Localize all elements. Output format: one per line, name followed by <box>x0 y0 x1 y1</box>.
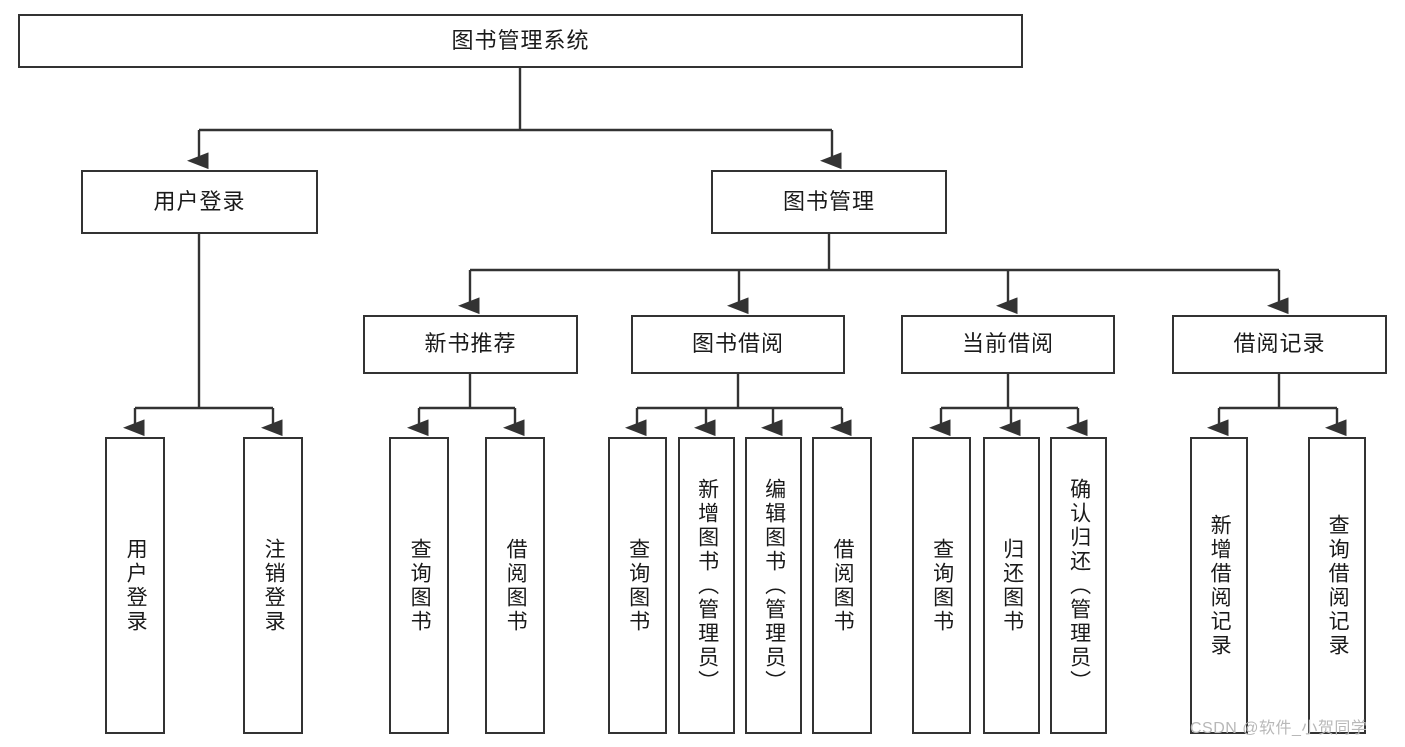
node-root-label: 图书管理系统 <box>451 27 590 53</box>
node-new-book-recommend[interactable]: 新书推荐 <box>363 315 578 374</box>
leaf-label: 查询借阅记录 <box>1326 513 1350 658</box>
leaf-label: 注销登录 <box>262 537 286 634</box>
node-user-login[interactable]: 用户登录 <box>81 170 318 234</box>
leaf-label: 归还图书 <box>1000 537 1024 634</box>
node-user-login-label: 用户登录 <box>153 188 246 214</box>
leaf-label: 新增图书（管理员） <box>695 477 719 694</box>
node-book-borrow[interactable]: 图书借阅 <box>631 315 845 374</box>
leaf-label: 借阅图书 <box>831 537 855 634</box>
leaf-borrow-book[interactable]: 借阅图书 <box>812 437 872 734</box>
node-current-borrow[interactable]: 当前借阅 <box>901 315 1115 374</box>
node-borrow-record[interactable]: 借阅记录 <box>1172 315 1387 374</box>
leaf-borrow-book-recommend[interactable]: 借阅图书 <box>485 437 545 734</box>
node-borrow-record-label: 借阅记录 <box>1233 331 1326 357</box>
leaf-confirm-return-admin[interactable]: 确认归还（管理员） <box>1050 437 1107 734</box>
leaf-label: 新增借阅记录 <box>1208 513 1232 658</box>
leaf-query-borrow-record[interactable]: 查询借阅记录 <box>1308 437 1366 734</box>
leaf-label: 查询图书 <box>408 537 432 634</box>
watermark: CSDN @软件_小贺同学 <box>1190 720 1368 737</box>
node-new-book-recommend-label: 新书推荐 <box>424 331 517 357</box>
leaf-query-book-recommend[interactable]: 查询图书 <box>389 437 449 734</box>
leaf-add-book-admin[interactable]: 新增图书（管理员） <box>678 437 735 734</box>
leaf-label: 确认归还（管理员） <box>1067 477 1091 694</box>
leaf-query-book-borrow[interactable]: 查询图书 <box>608 437 667 734</box>
node-book-management[interactable]: 图书管理 <box>711 170 947 234</box>
leaf-label: 借阅图书 <box>504 537 528 634</box>
node-current-borrow-label: 当前借阅 <box>961 331 1054 357</box>
leaf-label: 用户登录 <box>124 537 148 634</box>
leaf-label: 查询图书 <box>626 537 650 634</box>
leaf-logout[interactable]: 注销登录 <box>243 437 303 734</box>
leaf-user-login[interactable]: 用户登录 <box>105 437 165 734</box>
leaf-return-book[interactable]: 归还图书 <box>983 437 1040 734</box>
leaf-label: 编辑图书（管理员） <box>762 477 786 694</box>
leaf-add-borrow-record[interactable]: 新增借阅记录 <box>1190 437 1248 734</box>
node-book-management-label: 图书管理 <box>782 188 875 214</box>
node-root[interactable]: 图书管理系统 <box>18 14 1023 68</box>
leaf-query-book-current[interactable]: 查询图书 <box>912 437 971 734</box>
node-book-borrow-label: 图书借阅 <box>691 331 784 357</box>
leaf-label: 查询图书 <box>930 537 954 634</box>
leaf-edit-book-admin[interactable]: 编辑图书（管理员） <box>745 437 802 734</box>
